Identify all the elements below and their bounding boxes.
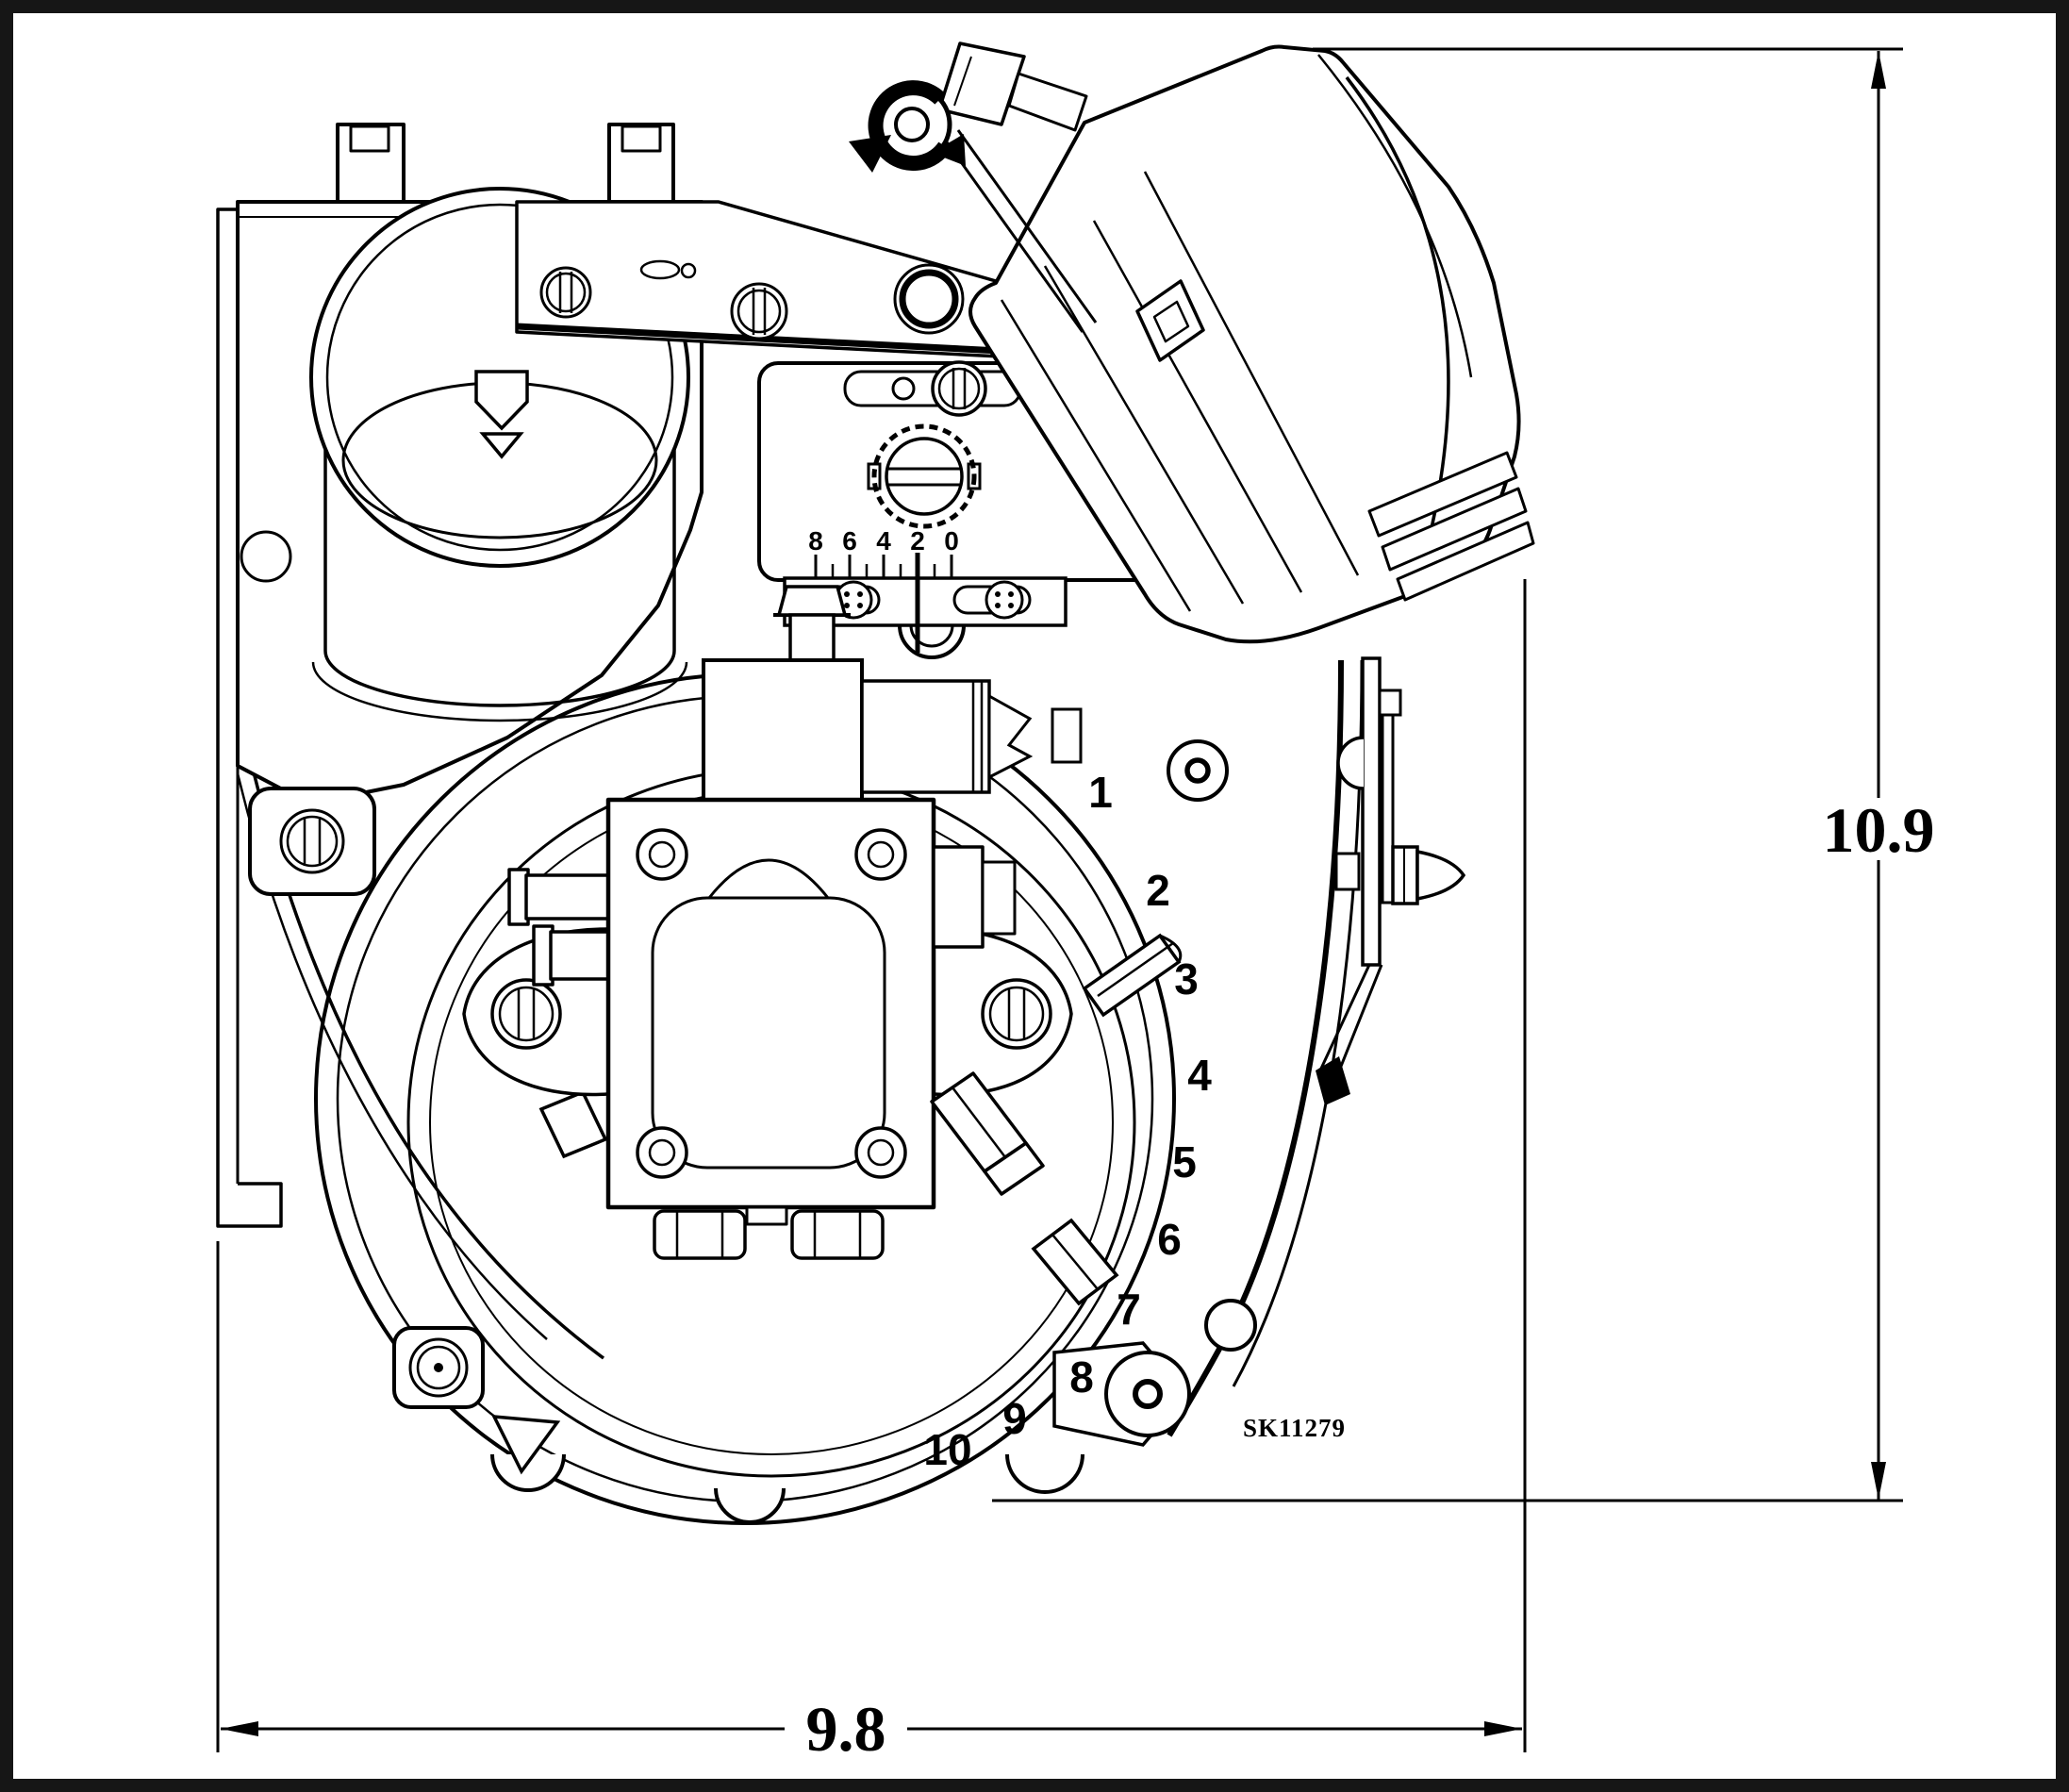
- scale-major-ticks: [814, 555, 953, 578]
- bullet-pin: [1415, 849, 1466, 902]
- right-bracket: [1316, 656, 1466, 1105]
- heat-shield-slat: [1381, 487, 1528, 572]
- top-bolt-flange: [937, 41, 1026, 126]
- heat-shield-slat: [1396, 521, 1535, 602]
- bracket-bold-edge: [516, 323, 1076, 358]
- scale-label-6: 6: [842, 526, 857, 556]
- flange-hole: [240, 530, 292, 583]
- keyway-arrow: [479, 432, 524, 459]
- bracket-slot: [639, 259, 681, 280]
- screw-center-dot: [434, 1363, 443, 1372]
- adjuster-dial: [871, 423, 977, 529]
- wing-screw-right: [981, 978, 1052, 1050]
- connector-chevron: [987, 693, 1034, 780]
- scale-label-8: 8: [808, 526, 823, 556]
- bracket-notch: [1334, 852, 1361, 891]
- callout-5: 5: [1172, 1137, 1197, 1186]
- callout-3: 3: [1174, 954, 1199, 1004]
- callout-2: 2: [1146, 866, 1170, 915]
- spout-left: [538, 1089, 608, 1159]
- callout-4: 4: [1187, 1051, 1212, 1100]
- muffler-cover-curve: [1345, 75, 1450, 529]
- bracket-hole: [893, 263, 965, 335]
- housing-mounts: [248, 739, 1257, 1524]
- carburetor: [462, 797, 1073, 1260]
- screw-boss-8: [1104, 1351, 1191, 1437]
- housing-tail-point: [491, 1414, 561, 1475]
- width-dimension-label: 9.8: [806, 1693, 886, 1765]
- dial-slot: [888, 467, 960, 487]
- slotted-screw-icon: [303, 817, 322, 866]
- dimension-width: 9.8: [216, 579, 1527, 1765]
- callout-1: 1: [1088, 768, 1113, 817]
- muffler-panel-lines: [1000, 171, 1360, 612]
- linkage-screw: [931, 360, 987, 417]
- scale-label-0: 0: [944, 526, 959, 556]
- muffler-assembly: [937, 41, 1535, 644]
- throttle-bracket: [932, 845, 985, 949]
- housing-foot-bump: [490, 1453, 566, 1492]
- scale-label-2: 2: [910, 526, 925, 556]
- arrowhead-right: [1484, 1721, 1522, 1736]
- mount-ear-right: [607, 123, 675, 204]
- left-flange: [216, 207, 283, 1228]
- mount-ear-left: [336, 123, 406, 204]
- side-bolt-lower: [549, 930, 613, 981]
- callout-9: 9: [1002, 1394, 1027, 1443]
- muffler-latch: [1135, 279, 1205, 362]
- arrowhead-up: [1871, 51, 1886, 89]
- starter-pulley: [849, 80, 966, 173]
- housing-foot-bump: [714, 1487, 786, 1524]
- swirl-arrowhead: [932, 134, 966, 166]
- screw-boss-1: [1167, 739, 1229, 802]
- housing-foot-bump: [1005, 1453, 1084, 1494]
- keyway-marker: [474, 370, 529, 431]
- callout-8: 8: [1069, 1352, 1094, 1402]
- heat-shield-slat: [1367, 451, 1518, 538]
- bracket-screw-mid: [730, 282, 788, 340]
- scale-minor-ticks: [831, 564, 936, 578]
- scale-label-4: 4: [876, 526, 891, 556]
- scale-arc: [898, 624, 966, 659]
- arrowhead-left: [221, 1721, 258, 1736]
- height-dimension-label: 10.9: [1823, 794, 1935, 866]
- carburetor-bowl: [651, 896, 886, 1170]
- bowl-crown: [707, 858, 830, 899]
- arrowhead-down: [1871, 1462, 1886, 1500]
- callout-numbers: 1 2 3 4 5 6 7 8 9 10: [923, 768, 1212, 1474]
- callout-10: 10: [923, 1425, 971, 1474]
- dimension-height: 10.9: [1313, 47, 1935, 1500]
- side-bolt-upper: [524, 873, 613, 921]
- hex-nut-left: [653, 1209, 747, 1260]
- pulley-bold-swirl: [868, 80, 952, 172]
- cable-clip: [1316, 1056, 1350, 1105]
- support-strap-lines: [943, 129, 1098, 333]
- wing-screw-left: [490, 978, 562, 1050]
- stud-nut: [776, 585, 848, 617]
- callout-6: 6: [1157, 1215, 1182, 1264]
- muffler-strap: [1007, 72, 1088, 132]
- bracket-screw-left: [539, 266, 592, 319]
- housing-spouts: [538, 933, 1183, 1306]
- hex-nut-right: [790, 1209, 885, 1260]
- plate-hole-7: [1204, 1299, 1257, 1352]
- swirl-arrowhead: [849, 135, 891, 173]
- bracket-arc: [1336, 736, 1365, 790]
- callout-7: 7: [1117, 1285, 1141, 1334]
- part-number-label: SK11279: [1243, 1414, 1346, 1442]
